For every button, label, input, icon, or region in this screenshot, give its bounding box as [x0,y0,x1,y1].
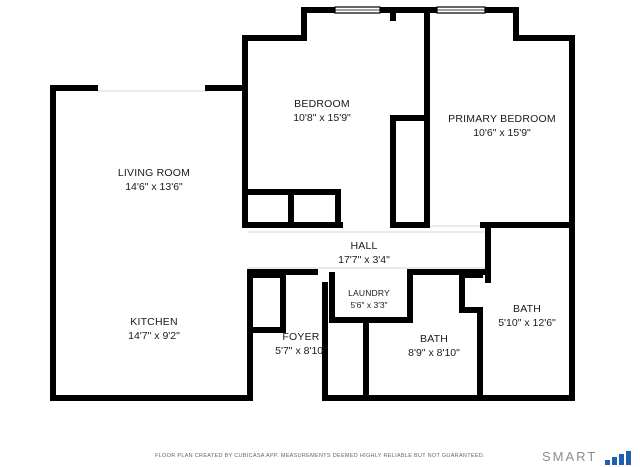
room-name-bath-right: BATH [513,303,541,315]
bath-right-outer [477,222,575,401]
room-size-bath-center: 8'9" x 8'10" [408,347,460,359]
room-name-primary-bedroom: PRIMARY BEDROOM [448,113,556,125]
brand-logo-text: SMART [542,449,598,464]
room-name-bedroom: BEDROOM [294,98,350,110]
laundry-wall [329,272,413,323]
room-size-bath-right: 5'10" x 12'6" [498,317,556,329]
room-size-living-room: 14'6" x 13'6" [125,181,183,193]
walls [50,7,575,401]
disclaimer-text: FLOOR PLAN CREATED BY CUBICASA APP. MEAS… [155,453,485,459]
windows [334,6,486,14]
room-size-hall: 17'7" x 3'4" [338,254,390,266]
room-size-foyer: 5'7" x 8'10" [275,345,327,357]
room-name-laundry: LAUNDRY [348,288,390,298]
room-name-bath-center: BATH [420,333,448,345]
openings [95,90,486,269]
bath-right-notch [459,272,483,401]
bedroom-divider-2 [390,115,430,228]
kitchen-closet [247,272,286,333]
room-size-primary-bedroom: 10'6" x 15'9" [473,127,531,139]
bedroom-outer-wall [242,7,338,91]
room-size-bedroom: 10'8" x 15'9" [293,112,351,124]
closet-top [246,189,341,228]
room-name-foyer: FOYER [282,331,319,343]
room-size-laundry: 5'6" x 3'3" [350,300,387,310]
room-name-kitchen: KITCHEN [130,316,178,328]
outer-wall-left [50,85,253,401]
bedroom-closets [242,85,343,228]
room-name-living-room: LIVING ROOM [118,167,190,179]
brand-bars-icon [603,451,637,465]
room-labels: BEDROOM 10'8" x 15'9" PRIMARY BEDROOM 10… [118,98,556,359]
room-name-hall: HALL [350,240,377,252]
room-size-kitchen: 14'7" x 9'2" [128,330,180,342]
hall-bottom-left [247,269,318,278]
